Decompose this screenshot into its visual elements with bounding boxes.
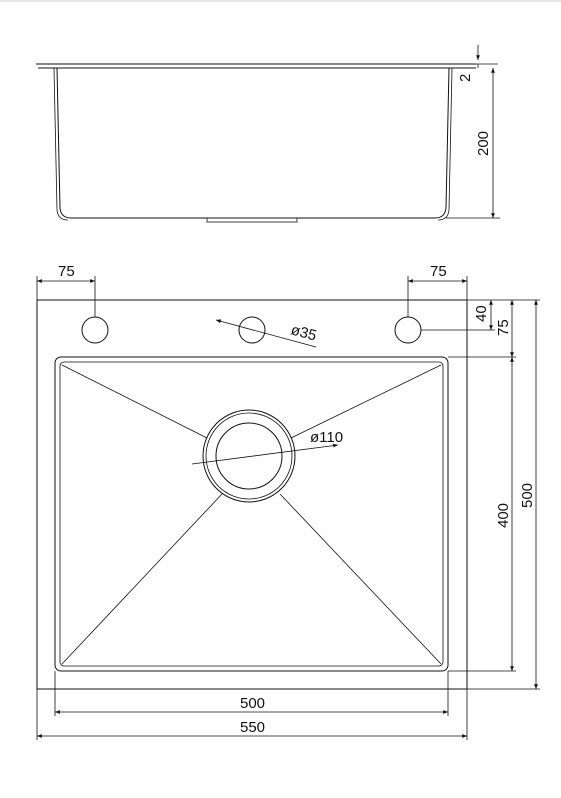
dim-550-label: 550 — [240, 719, 265, 736]
faucet-hole — [238, 316, 266, 344]
slope-line-tl — [61, 364, 208, 439]
side-bowl-shadow-left — [53, 67, 69, 221]
drain-outer-2 — [205, 412, 293, 500]
dim-depth-label: 200 — [475, 131, 492, 156]
dim-drain-leader — [191, 443, 339, 465]
top-view: ø110 ø35 75 75 40 75 400 500 — [36, 263, 540, 740]
dim-drain-label: ø110 — [310, 429, 343, 446]
slope-line-tr — [290, 364, 442, 439]
bowl-outline — [54, 356, 449, 672]
dim-faucet-leader — [215, 319, 317, 348]
side-bowl-outline — [56, 67, 450, 219]
accessory-hole-right — [394, 316, 422, 344]
dim-faucet-label: ø35 — [289, 321, 318, 344]
dim-500v-label: 500 — [519, 483, 536, 508]
bowl-inner-outline — [59, 361, 444, 667]
dim-400-label: 400 — [495, 503, 512, 528]
side-view: 2 200 — [36, 45, 500, 223]
dim-right75-label: 75 — [430, 263, 447, 280]
deck-outline — [36, 299, 468, 690]
dim-left75-label: 75 — [58, 263, 75, 280]
dim-40-label: 40 — [473, 305, 490, 322]
dim-rim-label: 2 — [457, 74, 474, 82]
drain-outer — [202, 409, 296, 503]
side-drain-body — [206, 217, 298, 223]
accessory-hole-left — [81, 316, 109, 344]
dim-75-label: 75 — [495, 319, 512, 336]
slope-line-br — [279, 493, 442, 665]
drain-inner — [215, 422, 283, 490]
slope-line-bl — [61, 493, 223, 665]
side-bowl-shadow-right — [437, 67, 453, 221]
dim-500h-label: 500 — [240, 695, 265, 712]
